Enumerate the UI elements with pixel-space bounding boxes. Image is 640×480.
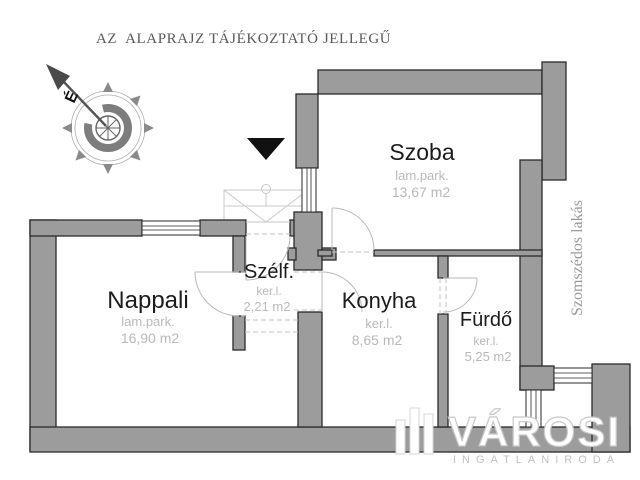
room-area-nappali: 16,90 m2	[121, 330, 180, 346]
compass-rose: É	[46, 64, 154, 174]
wall-szoba-east	[519, 159, 543, 391]
room-name-furdo: Fürdő	[460, 309, 512, 331]
door-entry	[245, 221, 291, 281]
wall-step-bottomright	[519, 365, 555, 391]
windows	[141, 167, 593, 428]
window-nappali-north	[141, 220, 201, 236]
window-szoba-west	[301, 167, 317, 213]
room-area-szelf: 2,21 m2	[244, 299, 291, 314]
door-szelf-konyha	[294, 271, 363, 313]
wall-bar-topright	[541, 61, 567, 181]
wall-szoba-south-right	[373, 249, 543, 257]
wall-top-b	[199, 219, 247, 237]
room-labels: Szoba lam.park. 13,67 m2 Nappali lam.par…	[107, 139, 512, 364]
room-name-szelf: Szélf.	[244, 261, 294, 283]
walls	[29, 61, 631, 453]
wall-szoba-top	[317, 69, 543, 95]
wall-konyha-furdo-bottom	[437, 313, 449, 428]
room-name-nappali: Nappali	[107, 287, 188, 314]
room-floor-konyha: ker.l.	[365, 316, 392, 331]
room-area-konyha: 8,65 m2	[352, 332, 403, 348]
room-floor-szelf: ker.l.	[256, 284, 281, 298]
room-area-szoba: 13,67 m2	[392, 184, 451, 200]
disclaimer-title: AZ ALAPRAJZ TÁJÉKOZTATÓ JELLEGŰ	[96, 31, 392, 47]
wall-szelf-west-stub2	[232, 315, 246, 351]
room-floor-szoba: lam.park.	[395, 168, 448, 183]
wall-mid-vertical	[297, 311, 323, 428]
opening-szelf-south	[245, 319, 298, 333]
compass-petals	[62, 82, 154, 174]
wall-left	[29, 219, 57, 451]
wall-szoba-west-upper	[295, 93, 319, 169]
room-name-konyha: Konyha	[342, 288, 417, 313]
wall-bottom	[29, 426, 631, 453]
doors	[194, 207, 478, 333]
north-arrow-head	[46, 64, 70, 90]
watermark-subtitle: INGATLANIRODA	[453, 454, 620, 466]
wall-corner-bottomright	[591, 363, 631, 453]
wall-szoba-west-lower	[293, 211, 323, 271]
room-floor-furdo: ker.l.	[473, 334, 498, 348]
neighbor-apartment-label: Szomszédos lakás	[569, 200, 586, 316]
door-nappali-szelf	[194, 271, 245, 317]
room-area-furdo: 5,25 m2	[465, 349, 512, 364]
window-furdo-east	[553, 367, 593, 384]
watermark-brand: VÁROSI	[448, 408, 621, 455]
north-arrow-line	[61, 79, 107, 127]
wall-konyha-furdo-top	[437, 255, 449, 279]
wall-szoba-south-left	[317, 249, 333, 257]
wall-top-a	[29, 219, 143, 237]
entrance-arrow-marker	[247, 138, 285, 160]
watermark-bars-icon	[395, 407, 434, 455]
wall-stub-szelf	[287, 247, 297, 261]
room-floor-nappali: lam.park.	[121, 314, 174, 329]
door-szoba	[331, 207, 375, 253]
watermark-logo: VÁROSI INGATLANIRODA	[395, 407, 621, 466]
door-furdo	[439, 277, 478, 314]
window-bottom-vertical	[525, 389, 542, 428]
room-name-szoba: Szoba	[389, 139, 454, 165]
